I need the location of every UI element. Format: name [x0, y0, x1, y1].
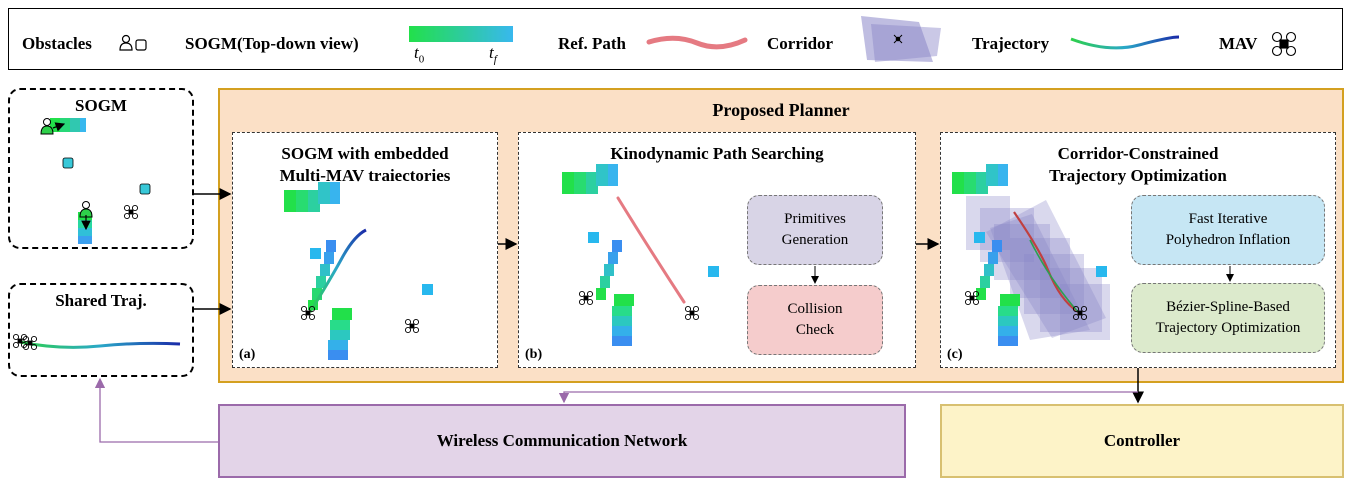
panel-c-tag: (c): [947, 347, 963, 362]
panel-a: SOGM with embedded Multi-MAV traiectorie…: [232, 132, 498, 368]
panel-b-tag: (b): [525, 347, 543, 362]
legend-sogm-label: SOGM(Top-down view): [185, 34, 359, 53]
panel-a-tag: (a): [239, 347, 256, 362]
legend-trajectory-label: Trajectory: [972, 34, 1050, 53]
legend: Obstacles SOGM(Top-down view) t0 tf Ref.…: [8, 8, 1343, 70]
trajectory-icon: [1070, 35, 1180, 50]
bezier-line2: Trajectory Optimization: [1155, 320, 1301, 336]
panel-b: Kinodynamic Path Searching (b) Primitive…: [518, 132, 916, 368]
sogm-box-title: SOGM: [75, 96, 127, 115]
legend-tf: tf: [489, 43, 497, 66]
mav-icon: [1271, 31, 1297, 57]
sogm-gradient-icon: [409, 26, 513, 42]
panel-c: Corridor-Constrained Trajectory Optimiza…: [940, 132, 1336, 368]
fip-inflation-box: Fast Iterative Polyhedron Inflation: [1131, 195, 1325, 265]
shared-traj-title: Shared Traj.: [55, 291, 147, 310]
panel-c-title-line2: Trajectory Optimization: [1049, 166, 1227, 185]
fip-line2: Polyhedron Inflation: [1165, 232, 1291, 248]
legend-refpath-label: Ref. Path: [558, 34, 626, 53]
primitives-line2: Generation: [781, 232, 849, 248]
legend-corridor-label: Corridor: [767, 34, 834, 53]
panel-a-title-line1: SOGM with embedded: [281, 144, 449, 163]
legend-obstacles-label: Obstacles: [22, 34, 92, 53]
bezier-optimization-box: Bézier-Spline-Based Trajectory Optimizat…: [1131, 283, 1325, 353]
collision-check-box: Collision Check: [747, 285, 883, 355]
panel-b-title: Kinodynamic Path Searching: [610, 144, 824, 163]
bezier-line1: Bézier-Spline-Based: [1166, 299, 1290, 315]
primitives-line1: Primitives: [784, 211, 846, 227]
collision-line1: Collision: [787, 301, 843, 317]
planner-to-wireless-arrow: [558, 391, 1138, 404]
sogm-box: SOGM: [8, 88, 194, 249]
panel-a-title-line2: Multi-MAV traiectories: [279, 166, 451, 185]
collision-line2: Check: [795, 322, 835, 338]
panel-c-title-line1: Corridor-Constrained: [1057, 144, 1219, 163]
obstacles-icon: [119, 34, 147, 51]
wireless-to-shared-arrow: [94, 377, 218, 443]
legend-t0: t0: [414, 43, 425, 66]
legend-mav-label: MAV: [1219, 34, 1258, 53]
primitives-generation-box: Primitives Generation: [747, 195, 883, 265]
wireless-network-box: Wireless Communication Network: [218, 404, 906, 478]
shared-traj-box: Shared Traj.: [8, 283, 194, 377]
ref-path-icon: [646, 35, 748, 50]
controller-box: Controller: [940, 404, 1344, 478]
fip-line1: Fast Iterative: [1188, 211, 1268, 227]
planner-title: Proposed Planner: [712, 100, 850, 120]
corridor-icon: [861, 16, 941, 62]
